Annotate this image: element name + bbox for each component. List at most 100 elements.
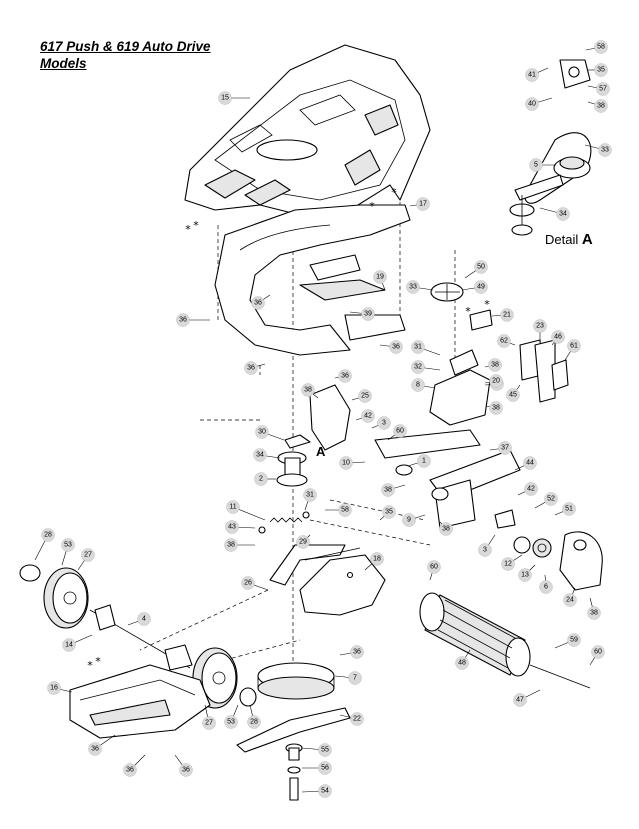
small-hardware xyxy=(258,511,354,579)
part-callout: 21 xyxy=(491,308,514,322)
part-callout: 48 xyxy=(455,649,471,670)
callout-bubble xyxy=(348,671,362,685)
callout-bubble xyxy=(439,522,453,536)
callout-number: 35 xyxy=(597,67,605,74)
callout-number: 62 xyxy=(500,338,508,345)
callout-bubble xyxy=(88,742,102,756)
callout-bubble xyxy=(225,520,239,534)
callout-bubble xyxy=(551,330,565,344)
wheel-parts xyxy=(19,564,257,709)
callout-number: 46 xyxy=(554,334,562,341)
callout-bubble xyxy=(416,197,430,211)
part-callout: 58 xyxy=(325,503,352,517)
callout-number: 36 xyxy=(254,300,262,307)
part-callout: 32 xyxy=(411,360,441,374)
callout-bubble xyxy=(41,528,55,542)
callout-number: 38 xyxy=(590,610,598,617)
callout-number: 36 xyxy=(126,767,134,774)
callout-number: 40 xyxy=(528,101,536,108)
callout-number: 50 xyxy=(477,264,485,271)
callout-number: 54 xyxy=(321,788,329,795)
callout-bubble xyxy=(350,712,364,726)
callout-bubble xyxy=(361,307,375,321)
part-callout: 24 xyxy=(563,587,577,607)
callout-bubble xyxy=(594,63,608,77)
callout-bubble xyxy=(251,296,265,310)
callout-bubble xyxy=(533,319,547,333)
detail-a-label: Detail A xyxy=(545,231,593,248)
callout-bubble xyxy=(81,548,95,562)
callout-number: 20 xyxy=(492,378,500,385)
gearbox-parts xyxy=(429,282,569,426)
callout-number: 34 xyxy=(256,452,264,459)
callout-number: 31 xyxy=(414,344,422,351)
part-callout: 8 xyxy=(411,378,436,392)
callout-number: 35 xyxy=(385,509,393,516)
front-axle-part xyxy=(89,604,193,671)
part-callout: 1 xyxy=(407,454,431,468)
callout-number: 33 xyxy=(409,284,417,291)
callout-number: 47 xyxy=(516,697,524,704)
star-markers: * * * * * * * * xyxy=(87,186,490,672)
part-callout: 42 xyxy=(355,409,375,423)
part-callout: 38 xyxy=(587,99,608,113)
star-marker: * xyxy=(369,200,375,213)
callout-bubble xyxy=(318,743,332,757)
callout-bubble xyxy=(373,270,387,284)
callout-number: 13 xyxy=(521,572,529,579)
callout-bubble xyxy=(525,97,539,111)
callout-number: 21 xyxy=(503,312,511,319)
callout-bubble xyxy=(224,715,238,729)
callout-number: 36 xyxy=(91,746,99,753)
callout-bubble xyxy=(382,505,396,519)
part-callout: 17 xyxy=(409,197,430,211)
callout-bubble xyxy=(411,378,425,392)
callout-bubble xyxy=(591,645,605,659)
title-line-2: Models xyxy=(40,56,87,71)
callout-bubble xyxy=(339,456,353,470)
callout-bubble xyxy=(318,784,332,798)
callout-bubble xyxy=(406,280,420,294)
part-callout: 43 xyxy=(225,520,256,534)
title-line-1: 617 Push & 619 Auto Drive xyxy=(40,39,211,54)
detail-letter: A xyxy=(581,231,593,248)
part-callout: 33 xyxy=(584,143,612,157)
callout-bubble xyxy=(303,488,317,502)
callout-number: 36 xyxy=(179,317,187,324)
callout-number: 41 xyxy=(528,72,536,79)
callout-number: 57 xyxy=(599,86,607,93)
callout-bubble xyxy=(176,313,190,327)
transmission-parts xyxy=(374,429,552,558)
callout-bubble xyxy=(411,360,425,374)
callout-bubble xyxy=(544,492,558,506)
callout-number: 53 xyxy=(227,719,235,726)
callout-bubble xyxy=(247,715,261,729)
part-callout: 44 xyxy=(514,456,537,471)
callout-number: 38 xyxy=(442,526,450,533)
callout-bubble xyxy=(241,576,255,590)
callout-bubble xyxy=(202,716,216,730)
part-callout: 14 xyxy=(62,634,93,652)
part-callout: 28 xyxy=(34,528,55,561)
callout-number: 26 xyxy=(244,580,252,587)
callout-number: 36 xyxy=(247,365,255,372)
callout-bubble xyxy=(389,340,403,354)
page-title: 617 Push & 619 Auto Drive Models xyxy=(40,38,211,72)
callout-bubble xyxy=(489,374,503,388)
part-callout: 50 xyxy=(464,260,488,279)
part-callout: 38 xyxy=(301,383,319,399)
part-callout: 62 xyxy=(497,334,516,348)
callout-bubble xyxy=(377,416,391,430)
callout-number: 5 xyxy=(534,162,538,169)
part-callout: 20 xyxy=(484,374,503,388)
star-marker: * xyxy=(185,223,191,236)
rear-roller-part xyxy=(419,592,591,689)
callout-bubble xyxy=(523,456,537,470)
callout-bubble xyxy=(567,633,581,647)
callout-number: 36 xyxy=(353,649,361,656)
part-callout: 6 xyxy=(539,574,553,594)
part-callout: 2 xyxy=(254,472,276,486)
star-marker: * xyxy=(391,186,397,199)
callout-number: 60 xyxy=(594,649,602,656)
